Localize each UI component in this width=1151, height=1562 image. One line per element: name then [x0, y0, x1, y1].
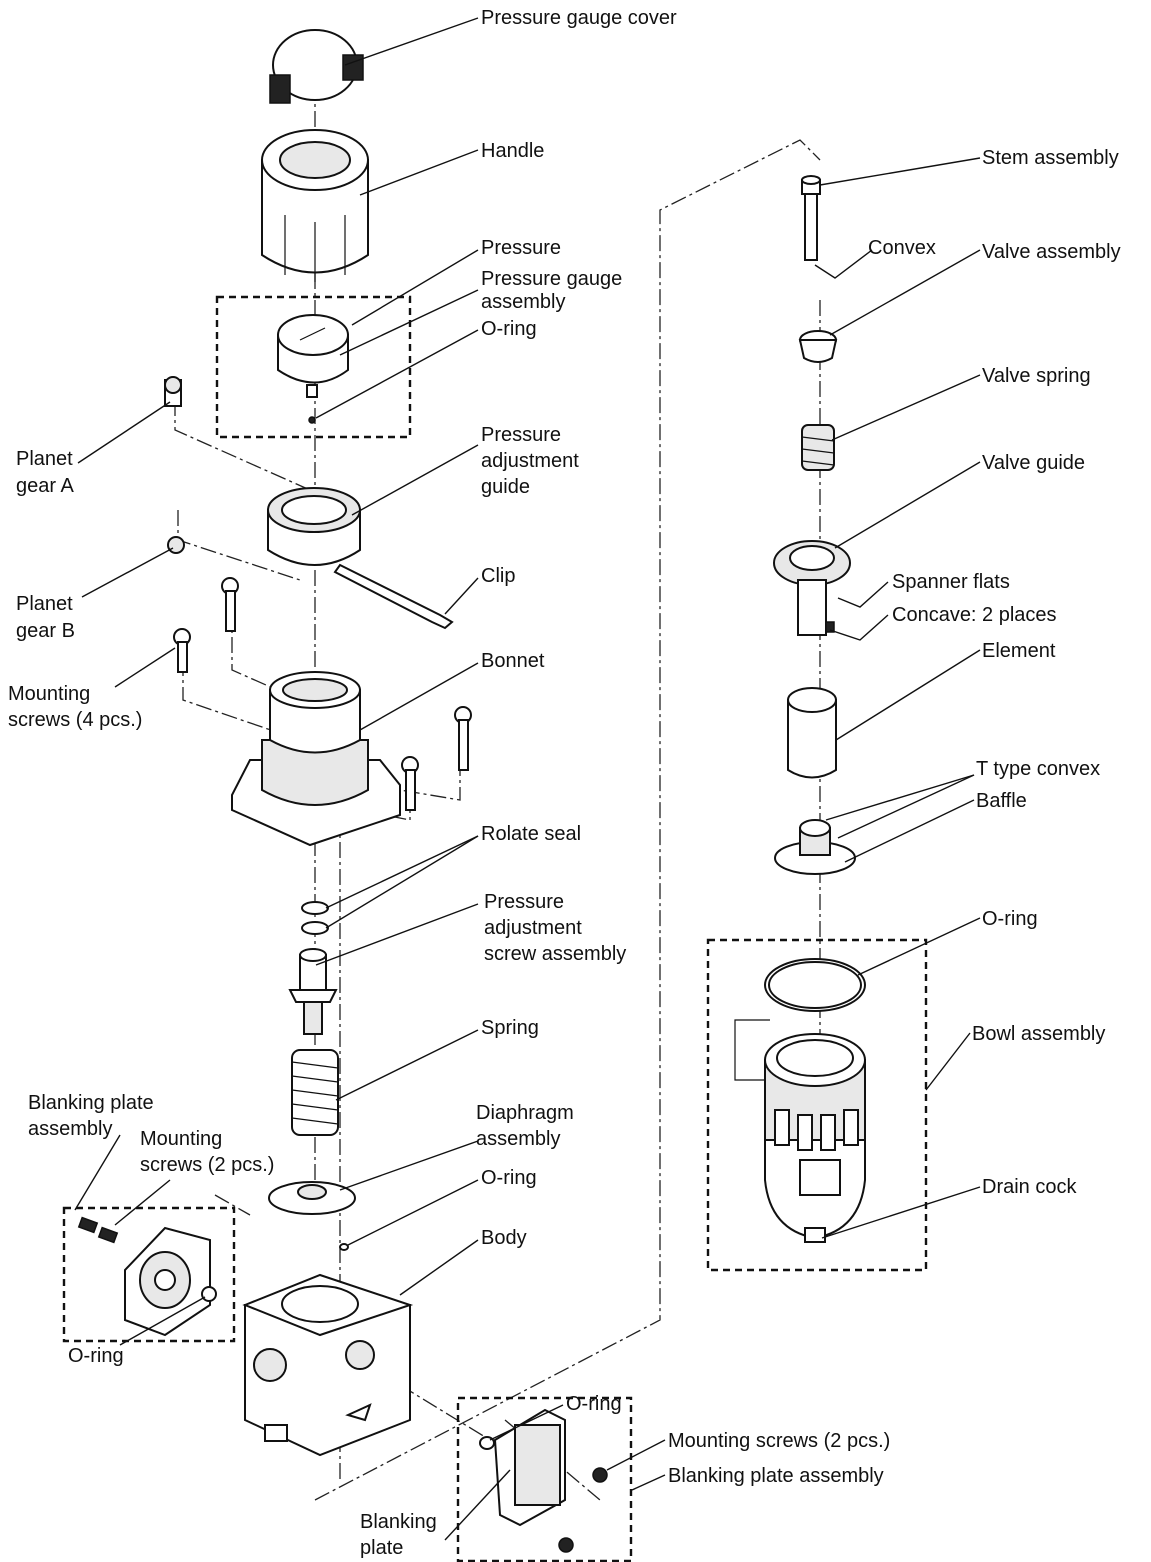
blanking-plate-assembly-left-box	[62, 1206, 236, 1343]
handle-part	[261, 129, 369, 282]
spring-part	[291, 1049, 339, 1136]
pressure-adjustment-guide-part	[267, 487, 361, 566]
blanking-plate-assembly-right-box	[456, 1396, 633, 1562]
label-bonnet: Bonnet	[481, 650, 545, 672]
label-concave-2-places: Concave: 2 places	[892, 604, 1057, 626]
label-blanking-plate-2: plate	[360, 1537, 403, 1559]
label-mounting-screws-2-right: Mounting screws (2 pcs.)	[668, 1430, 890, 1452]
label-valve-guide: Valve guide	[982, 452, 1085, 474]
labels: Pressure gauge cover Handle Pressure Pre…	[8, 7, 1121, 1559]
baffle-part	[774, 819, 856, 875]
assembly-boxes	[62, 295, 928, 1562]
clip-part	[333, 563, 454, 630]
label-mounting-screws-4-1: Mounting	[8, 683, 90, 705]
label-stem-assembly: Stem assembly	[982, 147, 1119, 169]
label-pressure: Pressure	[481, 237, 561, 259]
label-diaphragm-assembly-1: Diaphragm	[476, 1102, 574, 1124]
element-part	[787, 687, 837, 779]
label-mounting-screws-4-2: screws (4 pcs.)	[8, 709, 142, 731]
label-valve-spring: Valve spring	[982, 365, 1091, 387]
label-valve-assembly: Valve assembly	[982, 241, 1121, 263]
label-mounting-screws-2-left-1: Mounting	[140, 1128, 222, 1150]
label-spanner-flats: Spanner flats	[892, 571, 1010, 593]
o-ring-diaphragm-part	[339, 1243, 349, 1251]
bowl-assembly-part	[734, 1019, 866, 1243]
valve-spring-part	[801, 424, 835, 471]
pressure-gauge-assembly-box	[215, 295, 412, 439]
label-drain-cock: Drain cock	[982, 1176, 1077, 1198]
pressure-gauge-part	[277, 314, 349, 424]
label-pressure-adjustment-screw-2: adjustment	[484, 917, 582, 939]
label-planet-gear-b-1: Planet	[16, 593, 73, 615]
label-mounting-screws-2-left-2: screws (2 pcs.)	[140, 1154, 274, 1176]
o-ring-bowl-part	[764, 958, 866, 1012]
label-t-type-convex: T type convex	[976, 758, 1100, 780]
bowl-assembly-box	[706, 938, 928, 1272]
label-bowl-assembly: Bowl assembly	[972, 1023, 1105, 1045]
blanking-plate-left-part	[77, 1216, 217, 1337]
label-clip: Clip	[481, 565, 515, 587]
rolate-seal-part	[301, 901, 329, 935]
planet-gear-b-part	[167, 536, 185, 554]
valve-guide-part	[773, 540, 851, 636]
blanking-plate-right-part	[479, 1408, 608, 1553]
label-planet-gear-b-2: gear B	[16, 620, 75, 642]
label-o-ring-diaphragm: O-ring	[481, 1167, 537, 1189]
label-pressure-adjustment-screw-1: Pressure	[484, 891, 564, 913]
pressure-adjustment-screw-part	[288, 948, 338, 1035]
label-blanking-plate-1: Blanking	[360, 1511, 437, 1533]
label-o-ring-bowl: O-ring	[982, 908, 1038, 930]
label-planet-gear-a-1: Planet	[16, 448, 73, 470]
label-pressure-adjustment-screw-3: screw assembly	[484, 943, 626, 965]
label-pressure-adjustment-guide-1: Pressure	[481, 424, 561, 446]
label-rolate-seal: Rolate seal	[481, 823, 581, 845]
label-spring: Spring	[481, 1017, 539, 1039]
stem-assembly-part	[801, 175, 821, 261]
label-o-ring-bottom: O-ring	[566, 1393, 622, 1415]
label-pressure-gauge-assembly-2: assembly	[481, 291, 565, 313]
leader-lines	[74, 17, 981, 1541]
label-element: Element	[982, 640, 1056, 662]
label-convex: Convex	[868, 237, 936, 259]
label-planet-gear-a-2: gear A	[16, 475, 74, 497]
pressure-gauge-cover-part	[269, 29, 364, 104]
bonnet-part	[231, 671, 401, 847]
mounting-screws-4-part	[173, 577, 472, 811]
body-part	[242, 1273, 414, 1457]
label-baffle: Baffle	[976, 790, 1027, 812]
label-blanking-plate-assembly-left-1: Blanking plate	[28, 1092, 154, 1114]
label-handle: Handle	[481, 140, 544, 162]
valve-assembly-part	[798, 330, 838, 363]
label-pressure-adjustment-guide-2: adjustment	[481, 450, 579, 472]
label-pressure-adjustment-guide-3: guide	[481, 476, 530, 498]
label-pressure-gauge-assembly-1: Pressure gauge	[481, 268, 622, 290]
planet-gear-a-part	[164, 376, 182, 407]
label-body: Body	[481, 1227, 527, 1249]
diaphragm-part	[268, 1181, 356, 1215]
label-diaphragm-assembly-2: assembly	[476, 1128, 560, 1150]
label-pressure-gauge-cover: Pressure gauge cover	[481, 7, 677, 29]
label-blanking-plate-assembly-right: Blanking plate assembly	[668, 1465, 884, 1487]
label-blanking-plate-assembly-left-2: assembly	[28, 1118, 112, 1140]
label-o-ring-left: O-ring	[68, 1345, 124, 1367]
label-o-ring-gauge: O-ring	[481, 318, 537, 340]
